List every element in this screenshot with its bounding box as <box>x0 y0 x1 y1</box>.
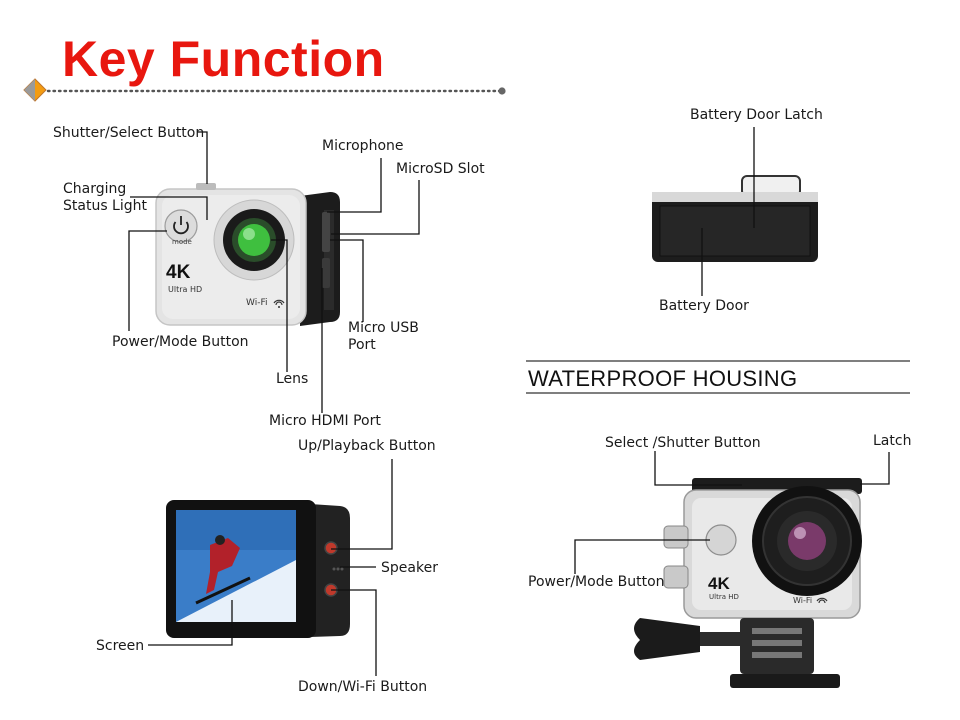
housing-wifi-print: Wi-Fi <box>793 596 813 605</box>
leader-lens <box>271 239 288 372</box>
mount-foot <box>730 674 840 688</box>
back-camera-side <box>310 504 350 637</box>
label-power-mode-button: Power/Mode Button <box>112 334 249 350</box>
camera-mode-print: mode <box>172 238 192 246</box>
speaker-hole <box>332 567 336 571</box>
label-down-wifi-button: Down/Wi-Fi Button <box>298 679 428 695</box>
leader-housing-select <box>654 451 742 486</box>
side-ports-icon <box>322 212 330 252</box>
speaker-hole <box>340 567 344 571</box>
thumbscrew-shaft <box>700 632 740 646</box>
up-button-image <box>324 541 338 555</box>
leader-housing-latch <box>860 452 890 485</box>
leader-charging <box>130 196 208 220</box>
mount-fin <box>752 640 802 646</box>
back-camera-image <box>166 500 350 638</box>
rule-end-dot <box>498 87 506 95</box>
wifi-icon-inner <box>275 301 283 306</box>
housing-lens-icon <box>788 522 826 560</box>
camera-bottom-silver-edge <box>652 192 818 202</box>
thumbscrew-icon <box>634 618 700 660</box>
leader-up-button <box>331 459 393 550</box>
housing-image <box>634 478 862 688</box>
battery-door-image <box>659 205 811 257</box>
label-housing-select-shutter-button: Select /Shutter Button <box>605 435 761 451</box>
housing-wifi-icon <box>816 597 828 602</box>
label-microphone: Microphone <box>322 138 404 154</box>
wifi-icon-dot <box>278 306 280 308</box>
housing-section-rules <box>526 360 910 394</box>
screen-sky <box>176 510 296 550</box>
leader-shutter <box>197 131 208 184</box>
label-up-playback-button: Up/Playback Button <box>298 438 436 454</box>
housing-lens-glare <box>794 527 806 539</box>
leader-power-mode <box>128 230 167 331</box>
wifi-icon <box>273 299 285 304</box>
camera-4k-print: 4K <box>166 262 191 283</box>
leader-housing-power <box>574 539 710 574</box>
side-slot-icon <box>322 258 330 288</box>
housing-knob-lower <box>663 565 689 589</box>
leader-micro-usb <box>330 239 364 322</box>
label-speaker: Speaker <box>381 560 438 576</box>
camera-wifi-print: Wi-Fi <box>246 298 268 308</box>
lens-glare <box>243 228 255 240</box>
shutter-button-image <box>196 183 216 190</box>
housing-knob-upper <box>663 525 689 549</box>
power-button-image <box>164 209 198 243</box>
front-callout-lines <box>128 131 420 413</box>
lens-icon <box>238 224 270 256</box>
label-battery-door-latch: Battery Door Latch <box>690 107 823 123</box>
mount-fin <box>752 652 802 658</box>
title-rule <box>23 78 506 102</box>
housing-wifi-icon-inner <box>818 599 826 604</box>
housing-4k-print: 4K <box>708 574 730 593</box>
waterproof-housing-heading: WATERPROOF HOUSING <box>528 366 798 391</box>
leader-screen <box>148 600 233 646</box>
skier-skis <box>195 576 251 605</box>
label-housing-latch: Latch <box>873 433 912 449</box>
skier-helmet <box>215 535 225 545</box>
label-lens: Lens <box>276 371 309 387</box>
leader-down-button <box>331 589 377 676</box>
battery-camera-image <box>652 175 818 262</box>
page-title: Key Function <box>62 31 385 87</box>
battery-callout-lines <box>701 127 755 296</box>
label-shutter-select-button: Shutter/Select Button <box>53 125 205 141</box>
speaker-hole <box>336 567 340 571</box>
screen-snow <box>176 560 296 622</box>
leader-microphone <box>327 158 382 213</box>
skier-figure <box>206 538 240 594</box>
housing-callout-lines <box>574 451 890 574</box>
label-micro-usb-port: Micro USB Port <box>348 320 419 353</box>
label-screen: Screen <box>96 638 145 654</box>
housing-ultra-hd-print: Ultra HD <box>709 593 739 601</box>
diamond-shade <box>24 79 35 101</box>
label-housing-power-mode-button: Power/Mode Button <box>528 574 665 590</box>
label-battery-door: Battery Door <box>659 298 749 314</box>
label-microsd-slot: MicroSD Slot <box>396 161 485 177</box>
front-camera-image <box>155 183 340 326</box>
camera-ultra-hd-print: Ultra HD <box>168 285 203 294</box>
power-icon <box>173 221 189 235</box>
label-charging-status-light: Charging Status Light <box>63 181 147 214</box>
leader-microsd <box>331 180 420 235</box>
mount-fin <box>752 628 802 634</box>
housing-power-button-image <box>705 524 737 556</box>
label-micro-hdmi-port: Micro HDMI Port <box>269 413 381 429</box>
back-callout-lines <box>148 459 393 676</box>
